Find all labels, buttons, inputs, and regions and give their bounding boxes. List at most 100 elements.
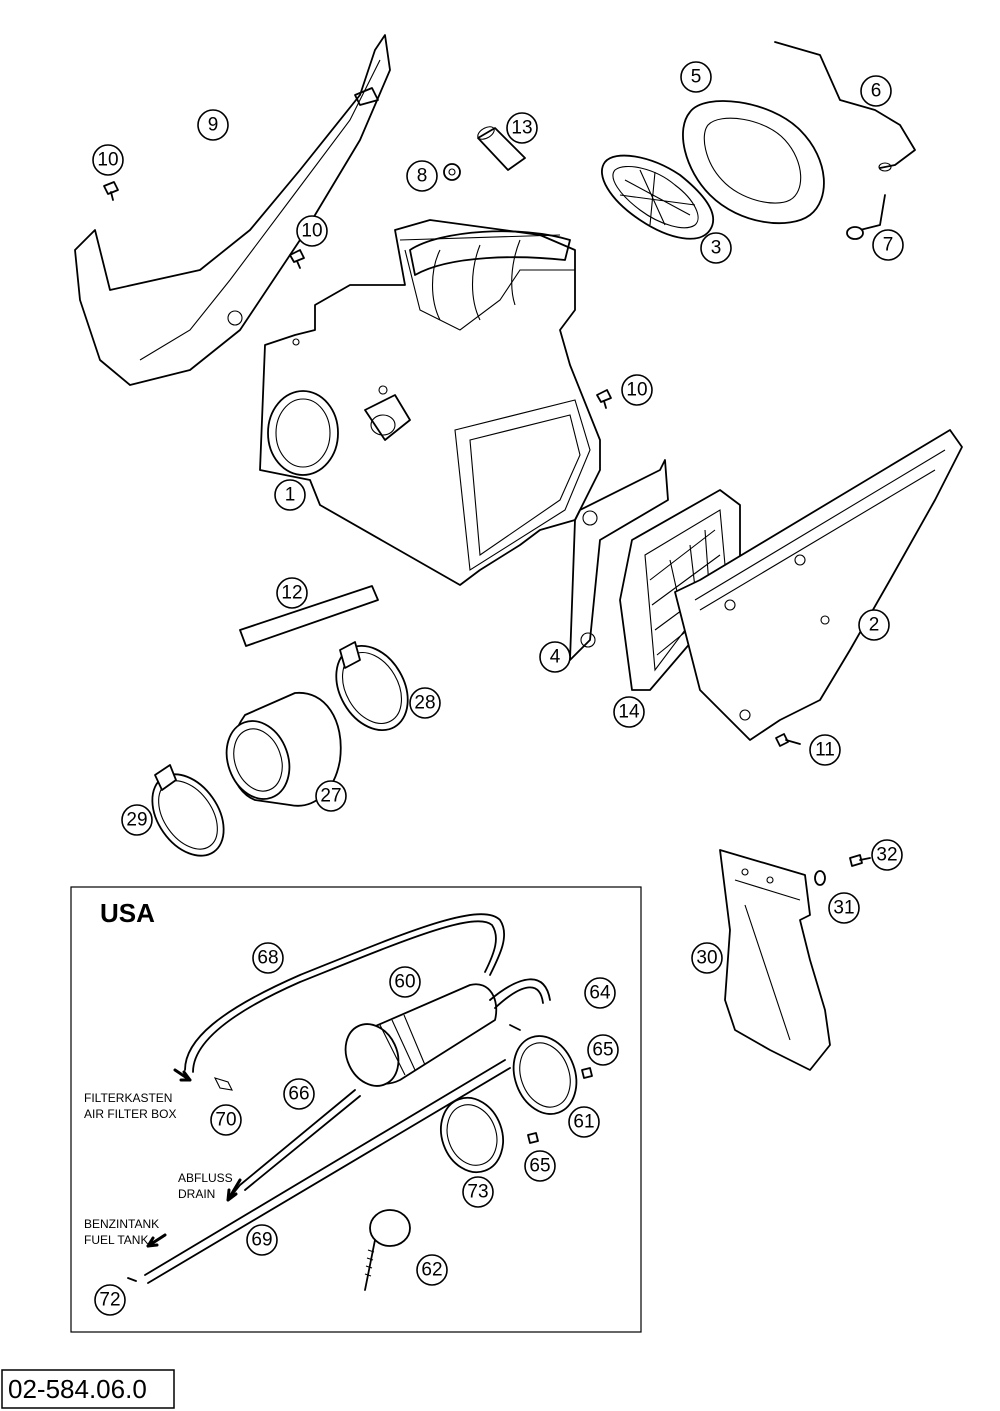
part-6-wire-bracket — [774, 41, 916, 172]
svg-text:10: 10 — [626, 380, 647, 401]
svg-text:29: 29 — [126, 810, 147, 831]
svg-text:70: 70 — [215, 1110, 236, 1131]
svg-text:66: 66 — [288, 1084, 309, 1105]
callout-7: 7 — [872, 229, 904, 261]
part-10-screw-b — [289, 249, 305, 269]
usa-title: USA — [100, 898, 155, 928]
callout-65-b: 65 — [524, 1150, 556, 1182]
svg-text:8: 8 — [417, 166, 428, 187]
part-69-fuel-line — [144, 1059, 506, 1276]
part-64-screw — [509, 1024, 521, 1031]
callout-69: 69 — [246, 1224, 278, 1256]
part-7-pin — [846, 194, 886, 240]
callout-8: 8 — [406, 160, 438, 192]
svg-text:60: 60 — [394, 972, 415, 993]
part-30-mud-flap — [719, 849, 831, 1071]
part-32-screw — [849, 854, 871, 867]
drain-label-en: DRAIN — [178, 1187, 215, 1201]
arrow-drain-icon — [226, 1178, 242, 1202]
drawing-number-box: 02-584.06.0 — [1, 1369, 175, 1409]
part-28-clamp — [335, 641, 409, 732]
svg-text:10: 10 — [97, 150, 118, 171]
svg-text:69: 69 — [251, 1230, 272, 1251]
svg-text:32: 32 — [876, 845, 897, 866]
svg-text:14: 14 — [618, 702, 640, 723]
svg-text:13: 13 — [511, 118, 532, 139]
svg-text:7: 7 — [883, 235, 894, 256]
fuel-tank-label-de: BENZINTANK — [84, 1217, 159, 1231]
callout-65-a: 65 — [587, 1034, 619, 1066]
fuel-tank-label-en: FUEL TANK — [84, 1233, 148, 1247]
callout-61: 61 — [568, 1106, 600, 1138]
callout-12: 12 — [276, 577, 308, 609]
part-8-nut — [443, 163, 461, 181]
callout-11: 11 — [809, 734, 841, 766]
callout-28: 28 — [409, 687, 441, 719]
part-5-air-filter — [682, 100, 825, 225]
svg-text:4: 4 — [550, 647, 561, 668]
callout-62: 62 — [416, 1254, 448, 1286]
part-10-screw-c — [596, 389, 612, 409]
svg-text:1: 1 — [285, 485, 296, 506]
callout-13: 13 — [506, 112, 538, 144]
callout-3: 3 — [700, 232, 732, 264]
svg-text:65: 65 — [529, 1156, 550, 1177]
drawing-number: 02-584.06.0 — [8, 1374, 147, 1404]
callout-6: 6 — [860, 75, 892, 107]
arrow-fuel-tank-icon — [146, 1233, 167, 1248]
svg-text:72: 72 — [99, 1290, 120, 1311]
svg-text:28: 28 — [414, 693, 435, 714]
part-65-nut-a — [581, 1067, 593, 1079]
svg-text:31: 31 — [833, 898, 854, 919]
svg-text:3: 3 — [711, 238, 722, 259]
callout-2: 2 — [858, 609, 890, 641]
callout-14: 14 — [613, 696, 645, 728]
callout-10-c: 10 — [621, 374, 653, 406]
callout-10-a: 10 — [92, 144, 124, 176]
svg-text:64: 64 — [589, 983, 611, 1004]
callout-70: 70 — [210, 1104, 242, 1136]
part-27-intake-boot — [225, 692, 342, 807]
usa-section: USA — [70, 886, 642, 1333]
part-61-clamp — [512, 1035, 578, 1115]
part-10-screw-a — [103, 181, 119, 201]
callout-31: 31 — [828, 892, 860, 924]
part-65-nut-b — [527, 1132, 539, 1144]
part-1-air-filter-box — [259, 219, 601, 586]
part-4-gasket — [569, 459, 669, 661]
part-70-fitting — [213, 1077, 233, 1091]
part-13-tube — [477, 126, 526, 171]
svg-text:12: 12 — [281, 583, 302, 604]
callout-64: 64 — [584, 977, 616, 1009]
part-62-cable-tie — [364, 1209, 411, 1291]
callout-30: 30 — [691, 942, 723, 974]
svg-text:5: 5 — [691, 67, 702, 88]
callout-72: 72 — [94, 1284, 126, 1316]
callout-29: 29 — [121, 804, 153, 836]
callout-32: 32 — [871, 839, 903, 871]
svg-text:73: 73 — [467, 1182, 488, 1203]
svg-text:62: 62 — [421, 1260, 442, 1281]
filter-box-label-en: AIR FILTER BOX — [84, 1107, 176, 1121]
callout-60: 60 — [389, 966, 421, 998]
svg-text:9: 9 — [208, 115, 219, 136]
svg-text:11: 11 — [815, 740, 835, 761]
callout-4: 4 — [539, 641, 571, 673]
callout-10-b: 10 — [296, 215, 328, 247]
callout-73: 73 — [462, 1176, 494, 1208]
callout-27: 27 — [315, 780, 347, 812]
part-72-clip — [127, 1277, 137, 1282]
callout-5: 5 — [680, 61, 712, 93]
part-2-right-side-cover — [674, 429, 963, 741]
callout-66: 66 — [283, 1078, 315, 1110]
part-68-hose — [184, 913, 505, 1071]
part-3-filter-cage — [601, 154, 715, 240]
part-11-screw — [775, 733, 801, 747]
svg-text:2: 2 — [869, 615, 880, 636]
svg-text:65: 65 — [592, 1040, 613, 1061]
usa-section-frame — [70, 886, 642, 1333]
part-29-clamp — [151, 764, 225, 857]
svg-text:30: 30 — [696, 948, 717, 969]
svg-text:68: 68 — [257, 948, 278, 969]
